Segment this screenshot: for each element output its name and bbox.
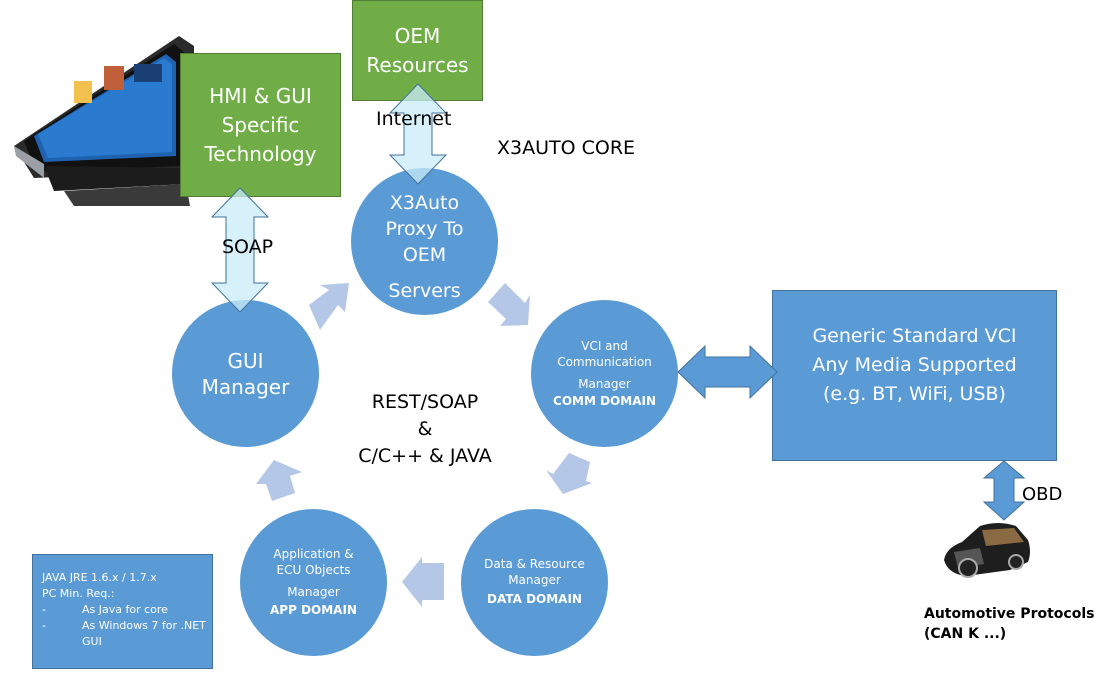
internet-label: Internet [376,108,452,130]
hmi-line: Specific [221,112,300,137]
data-line: Manager [508,572,561,587]
obd-double-arrow [982,460,1026,521]
data-line: Data & Resource [484,556,585,571]
flow-arrow-app-to-gui [256,460,302,501]
internet-double-arrow [388,83,448,185]
protocols-line: Automotive Protocols [924,606,1095,622]
all-in-one-pc-image [4,6,194,206]
vci-line: Generic Standard VCI [812,325,1017,347]
flow-arrow-gui-to-proxy [309,283,349,330]
comm-manager-node: VCI and Communication Manager COMM DOMAI… [531,300,678,447]
proxy-line: X3Auto [389,191,460,214]
comm-line: VCI and [581,338,628,353]
comm-line: Communication [557,354,652,369]
flow-arrow-proxy-to-comm [488,283,530,326]
req-bullet: - As Java for core [42,603,168,616]
automotive-protocols-label: Automotive Protocols (CAN K ...) [924,604,1094,644]
oem-line: OEM [394,23,441,48]
gui-line: GUI [227,348,264,373]
car-cutaway-image [940,512,1032,580]
hmi-line: HMI & GUI [209,83,312,108]
gui-manager-node: GUI Manager [172,300,319,447]
oem-line: Resources [366,52,469,77]
req-bullet-text: As Java for core [82,603,168,616]
req-bullet-text: As Windows 7 for .NET GUI [82,619,206,648]
vci-comm-double-arrow [677,344,778,400]
req-line: PC Min. Req.: [42,587,115,600]
protocols-center-label: REST/SOAP & C/C++ & JAVA [340,389,510,470]
app-manager-node: Application & ECU Objects Manager APP DO… [240,509,387,656]
req-line: JAVA JRE 1.6.x / 1.7.x [42,571,157,584]
center-line: & [417,418,433,440]
proxy-line: Proxy To [385,217,464,240]
app-line: Application & [273,546,354,561]
data-manager-node: Data & Resource Manager DATA DOMAIN [461,509,608,656]
proxy-line: OEM [402,243,447,266]
proxy-node: X3Auto Proxy To OEM Servers [351,168,498,315]
soap-double-arrow [210,187,270,313]
hmi-line: Technology [204,141,317,166]
hmi-gui-box: HMI & GUI Specific Technology [180,53,341,197]
flow-arrows [256,283,592,607]
obd-label: OBD [1022,484,1063,505]
vci-line: Any Media Supported [812,354,1017,376]
proxy-line: Servers [388,279,461,302]
center-line: REST/SOAP [371,391,479,413]
generic-vci-box: Generic Standard VCI Any Media Supported… [772,290,1057,461]
comm-line: Manager [578,376,631,391]
oem-resources-box: OEM Resources [352,0,483,101]
core-title: X3AUTO CORE [497,137,636,159]
protocols-line: (CAN K ...) [924,626,1007,642]
soap-label: SOAP [222,236,274,258]
comm-domain: COMM DOMAIN [553,393,656,408]
app-line: Manager [287,584,340,599]
flow-arrow-data-to-app [402,557,444,607]
center-line: C/C++ & JAVA [358,445,492,467]
app-domain: APP DOMAIN [270,602,357,617]
gui-line: Manager [201,374,290,399]
requirements-box: JAVA JRE 1.6.x / 1.7.x PC Min. Req.: - A… [32,554,213,669]
req-bullet: - As Windows 7 for .NET GUI [42,619,206,648]
app-line: ECU Objects [276,562,351,577]
vci-line: (e.g. BT, WiFi, USB) [823,383,1006,405]
flow-arrow-comm-to-data [546,453,592,494]
data-domain: DATA DOMAIN [487,591,582,606]
